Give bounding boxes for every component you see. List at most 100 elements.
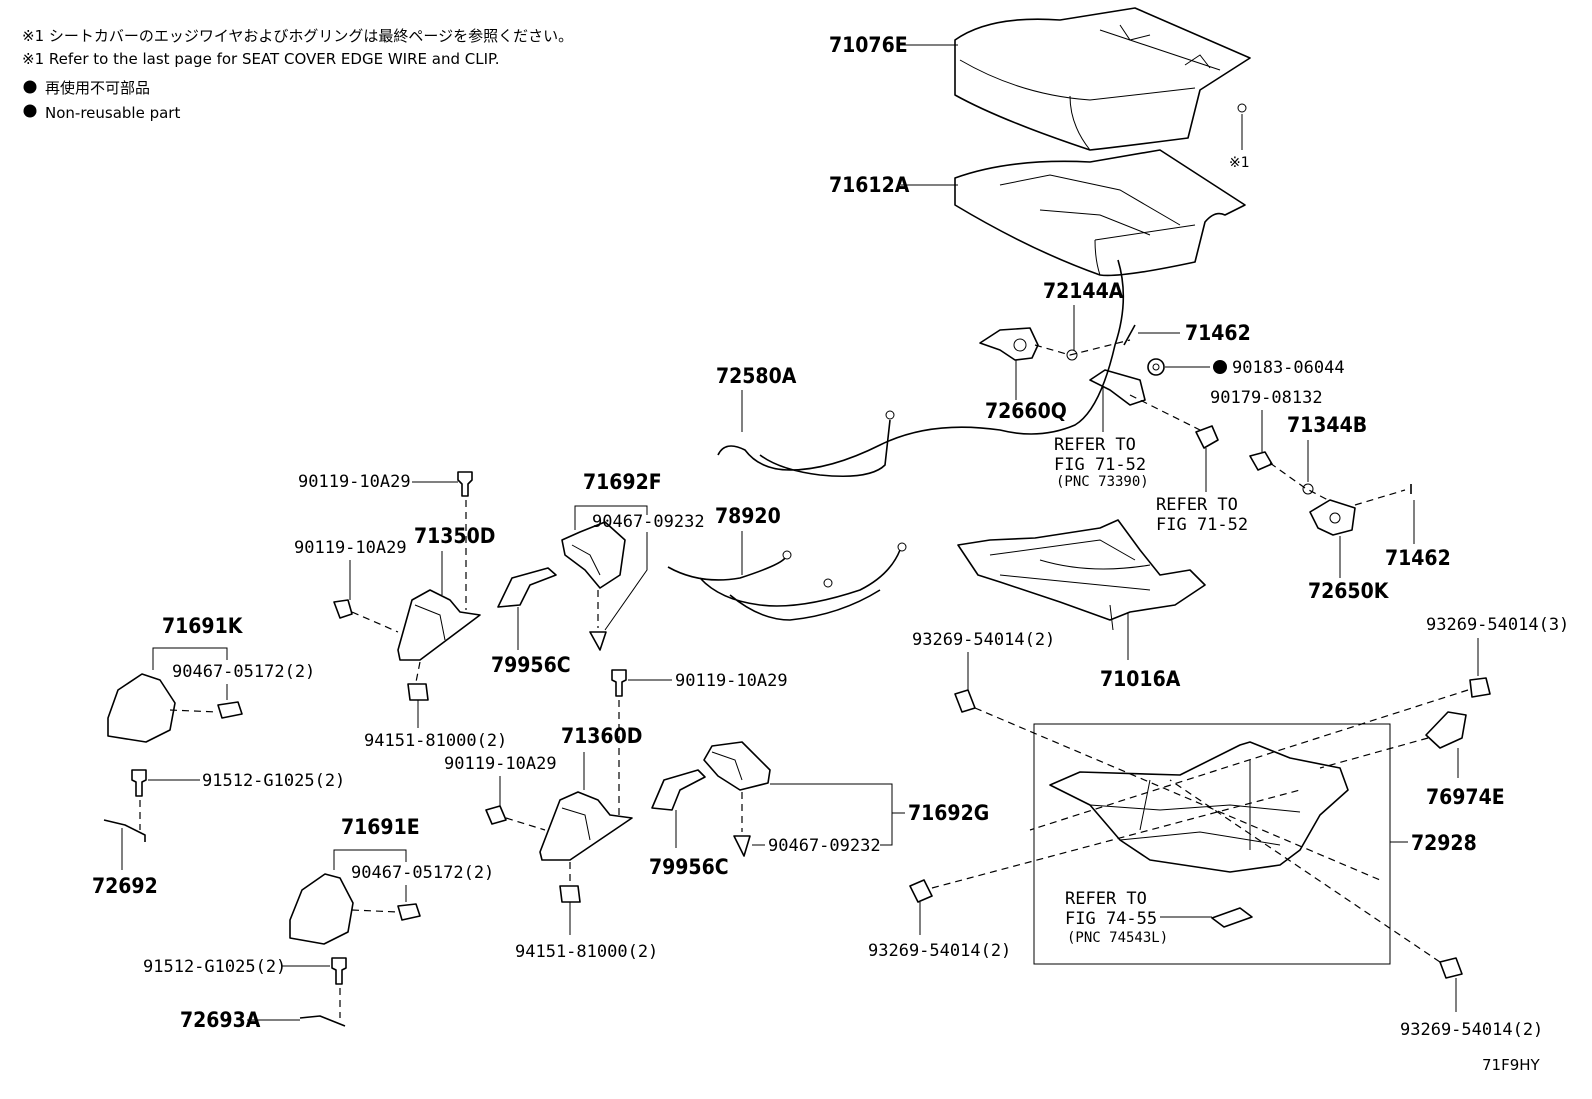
ref-71-52-a-l3: (PNC 73390) [1056,474,1149,490]
cover-71692F-illustration [561,521,626,589]
hinge-72650K-illustration [1309,499,1356,536]
callout-71462-top[interactable]: 71462 [1185,321,1251,345]
callout-71350D[interactable]: 71350D [414,524,495,548]
seat-pad-illustration [954,149,1246,277]
callout-79956C-b[interactable]: 79956C [649,855,729,879]
callout-72580A[interactable]: 72580A [716,364,797,388]
nut-icon [559,885,581,903]
ref-74-55-l1: REFER TO [1065,889,1147,909]
bolt-icon [131,769,147,797]
nut-icon [407,683,429,701]
legend-jp: 再使用不可部品 [45,79,150,97]
callout-71344B[interactable]: 71344B [1287,413,1367,437]
callout-93269-54014-d[interactable]: 93269-54014(2) [1400,1020,1543,1040]
callout-71462-right[interactable]: 71462 [1385,546,1451,570]
ref-71-52-a-l2: FIG 71-52 [1054,455,1146,475]
callout-90119-10A29-d[interactable]: 90119-10A29 [444,754,557,774]
callout-90467-09232-a[interactable]: 90467-09232 [592,512,705,532]
nut-icon [1249,451,1273,471]
cover-71691K-illustration [107,673,176,743]
callout-71612A[interactable]: 71612A [829,173,910,197]
callout-93269-54014-a[interactable]: 93269-54014(2) [912,630,1055,650]
callout-94151-81000-b[interactable]: 94151-81000(2) [515,942,658,962]
callout-71692G[interactable]: 71692G [908,801,989,825]
bolt-icon [485,805,507,825]
ref-71-52-b-l1: REFER TO [1156,495,1238,515]
seat-frame-71016A-illustration [957,519,1206,631]
callout-90179-08132[interactable]: 90179-08132 [1210,388,1323,408]
note-jp: ※1 シートカバーのエッジワイヤおよびホグリングは最終ページを参照ください。 [22,27,573,45]
callout-71076E[interactable]: 71076E [829,33,908,57]
bolt-icon [1439,957,1463,979]
callout-71360D[interactable]: 71360D [561,724,642,748]
hinge-72660Q-illustration [979,327,1039,361]
clip-ring-icon [1237,103,1247,113]
callout-71691E[interactable]: 71691E [341,815,420,839]
callout-ref1: ※1 [1229,155,1250,171]
cable-78920-illustration [667,549,901,621]
callout-78920[interactable]: 78920 [715,504,781,528]
cable-72580A-illustration [717,259,1125,478]
clip-icon [589,631,607,651]
wire-72692-illustration [103,819,146,842]
callout-90119-10A29-c[interactable]: 90119-10A29 [675,671,788,691]
cover-71691E-illustration [289,873,354,945]
callout-71692F[interactable]: 71692F [583,470,662,494]
bolt-icon [954,689,976,713]
cover-79956C-a-illustration [497,567,557,608]
callout-71691K[interactable]: 71691K [162,614,244,638]
mat-icon [1211,907,1253,928]
pan-detail-box [1033,723,1391,965]
seat-pan-72928-illustration [1049,741,1349,873]
ref-71-52-b-l2: FIG 71-52 [1156,515,1248,535]
nut-icon [1147,358,1165,376]
bracket-71360D-illustration [539,791,633,861]
bolt-icon [1469,677,1491,698]
callout-79956C-a[interactable]: 79956C [491,653,571,677]
washer-icon [1066,349,1078,361]
callout-90467-09232-b[interactable]: 90467-09232 [768,836,881,856]
clip-icon [397,903,421,921]
bushing-icon [1195,425,1219,449]
callout-90183-06044[interactable]: 90183-06044 [1232,358,1345,378]
legend-dot-icon [23,104,37,118]
callout-91512-G1025-a[interactable]: 91512-G1025(2) [202,771,345,791]
callout-90119-10A29-a[interactable]: 90119-10A29 [298,472,411,492]
bolt-icon [331,957,347,985]
callout-90467-05172-b[interactable]: 90467-05172(2) [351,863,494,883]
callout-93269-54014-c[interactable]: 93269-54014(2) [868,941,1011,961]
cover-79956C-b-illustration [651,769,706,811]
callout-94151-81000-a[interactable]: 94151-81000(2) [364,731,507,751]
washer-icon [1302,483,1314,495]
callout-90467-05172-a[interactable]: 90467-05172(2) [172,662,315,682]
clip-icon [733,835,751,857]
callout-72660Q[interactable]: 72660Q [985,399,1067,423]
seat-cover-illustration [954,7,1251,151]
callout-72650K[interactable]: 72650K [1308,579,1390,603]
cover-76974E-illustration [1425,711,1467,749]
note-en: ※1 Refer to the last page for SEAT COVER… [22,50,499,68]
callout-90119-10A29-b[interactable]: 90119-10A29 [294,538,407,558]
bolt-icon [333,599,353,619]
ref-74-55-l3: (PNC 74543L) [1067,930,1168,946]
bolt-icon [909,879,933,903]
callout-91512-G1025-b[interactable]: 91512-G1025(2) [143,957,286,977]
bracket-illustration [1089,369,1146,406]
callout-93269-54014-b[interactable]: 93269-54014(3) [1426,615,1569,635]
ref-71-52-a-l1: REFER TO [1054,435,1136,455]
bolt-icon [457,471,473,497]
callout-72144A[interactable]: 72144A [1043,279,1124,303]
callout-71016A[interactable]: 71016A [1100,667,1181,691]
cover-71692G-illustration [703,741,771,791]
legend-dot-icon [23,80,37,94]
callout-72928[interactable]: 72928 [1411,831,1477,855]
wire-72693A-illustration [299,1015,346,1027]
callout-76974E[interactable]: 76974E [1426,785,1505,809]
bracket-71350D-illustration [397,589,481,661]
callout-72692[interactable]: 72692 [92,874,158,898]
figure-code: 71F9HY [1482,1056,1541,1074]
pin-icon [1123,324,1136,346]
nonreusable-dot-icon [1213,360,1227,374]
ref-74-55-l2: FIG 74-55 [1065,909,1157,929]
